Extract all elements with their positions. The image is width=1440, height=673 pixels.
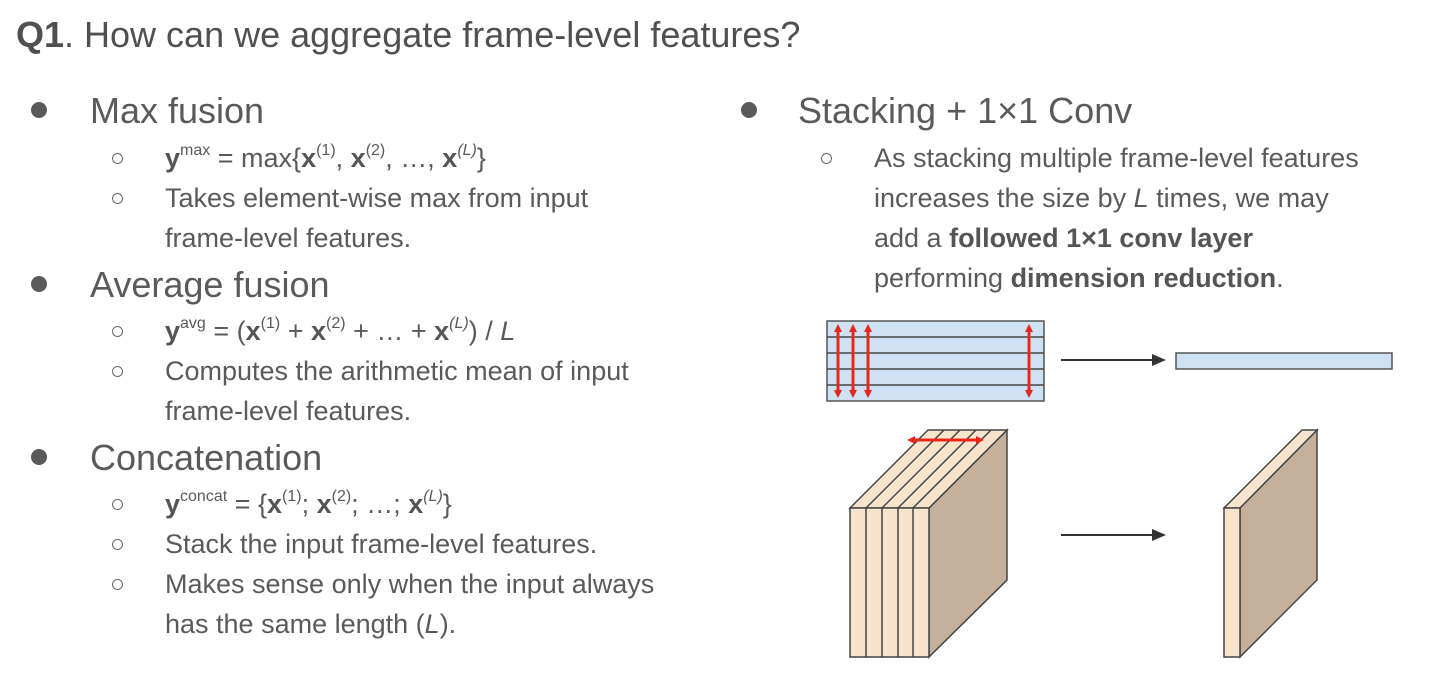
max-fusion-desc-2: frame-level features. (165, 223, 412, 253)
single-slab-3d (1222, 428, 1319, 659)
slab-front-face (849, 507, 930, 658)
stacking-heading: Stacking + 1×1 Conv (798, 90, 1133, 131)
bullet-dot (31, 102, 47, 118)
concatenation-formula: yconcat = {x(1); x(2); …; x(L)} (165, 488, 452, 520)
stacking-desc-2: increases the size by L times, we may (874, 183, 1329, 213)
title-prefix: Q1 (16, 14, 65, 55)
bullet-dot (31, 449, 47, 465)
stacking-desc-3: add a followed 1×1 conv layer (874, 223, 1253, 253)
bullet-dot (31, 276, 47, 292)
bullet-dot (741, 102, 757, 118)
average-fusion-heading: Average fusion (90, 264, 330, 305)
max-fusion-desc-1: Takes element-wise max from input (165, 183, 589, 213)
concatenation-desc-1: Stack the input frame-level features. (165, 529, 598, 559)
sub-bullet-ring (112, 193, 123, 204)
sub-bullet-ring (112, 326, 123, 337)
sub-bullet-ring (112, 366, 123, 377)
slide-title: Q1. How can we aggregate frame-level fea… (16, 14, 800, 56)
average-fusion-formula: yavg = (x(1) + x(2) + … + x(L)) / L (165, 315, 516, 347)
sub-bullet-ring (112, 499, 123, 510)
average-fusion-desc-1: Computes the arithmetic mean of input (165, 356, 629, 386)
max-fusion-heading: Max fusion (90, 90, 265, 131)
concatenation-desc-2a: Makes sense only when the input always (165, 569, 655, 599)
slab-front-face (1223, 507, 1241, 658)
concatenation-heading: Concatenation (90, 437, 323, 478)
stacking-desc-4: performing dimension reduction. (874, 263, 1284, 293)
stacked-slabs-3d (848, 428, 1009, 659)
stack-rect (826, 320, 1045, 402)
sub-bullet-ring (112, 579, 123, 590)
stacked-features-block (826, 320, 1045, 402)
stacking-desc-1: As stacking multiple frame-level feature… (874, 143, 1359, 173)
reduced-feature-bar (1175, 352, 1393, 370)
title-text: . How can we aggregate frame-level featu… (64, 14, 801, 55)
concatenation-desc-2b: has the same length (L). (165, 609, 457, 639)
max-fusion-formula: ymax = max{x(1), x(2), …, x(L)} (165, 142, 486, 174)
sub-bullet-ring (821, 153, 832, 164)
average-fusion-desc-2: frame-level features. (165, 396, 412, 426)
sub-bullet-ring (112, 153, 123, 164)
sub-bullet-ring (112, 539, 123, 550)
